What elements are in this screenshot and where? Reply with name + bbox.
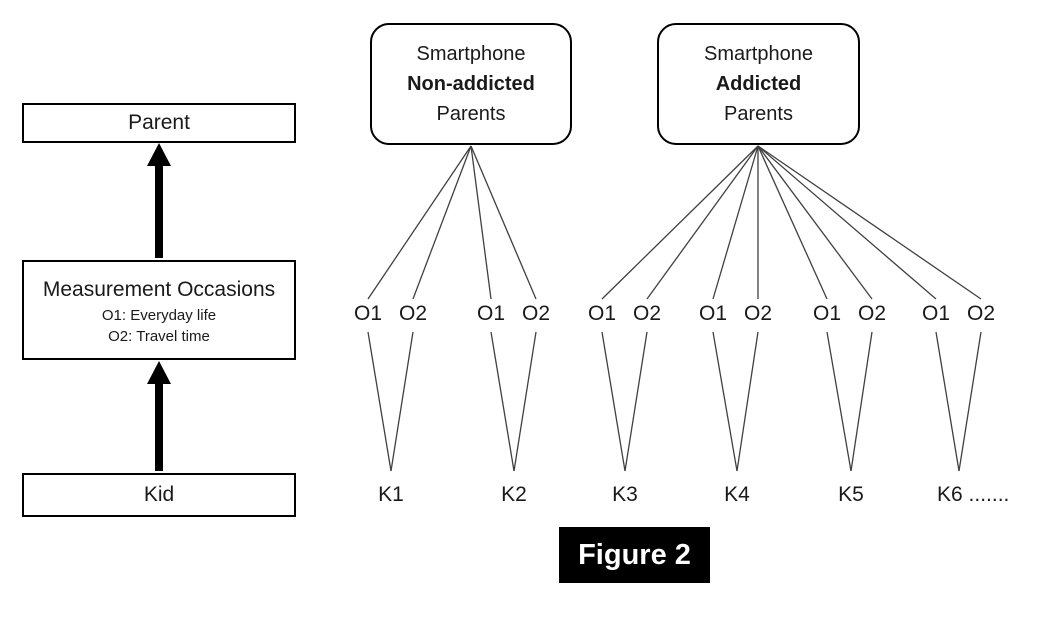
group-line-middle: Non-addicted: [407, 73, 535, 95]
converge-line: [712, 331, 738, 472]
parent-box: Parent: [22, 103, 296, 143]
converge-line: [935, 331, 960, 472]
occasion-label-o2-pair2: O2: [521, 302, 551, 325]
group-box-non-addicted: Smartphone Non-addicted Parents: [370, 23, 572, 145]
fan-line: [757, 145, 937, 300]
occasion-label-o1-pair5: O1: [812, 302, 842, 325]
up-arrow-measurement-to-parent: [147, 143, 171, 258]
occasion-label-o1-pair4: O1: [698, 302, 728, 325]
up-arrow-kid-to-measurement: [147, 361, 171, 471]
fan-line: [757, 145, 982, 300]
measurement-occasions-box: Measurement Occasions O1: Everyday life …: [22, 260, 296, 360]
group-line-bottom: Parents: [436, 103, 506, 125]
kid-box-label: Kid: [143, 483, 175, 506]
occasion-label-o1-pair6: O1: [921, 302, 951, 325]
fan-lines-addicted: [601, 145, 982, 300]
converge-line: [850, 331, 873, 472]
measurement-item-o1: O1: Everyday life: [101, 307, 217, 325]
fan-line: [757, 145, 873, 300]
converge-line: [736, 331, 759, 472]
occasion-label-o1-pair3: O1: [587, 302, 617, 325]
fan-line: [412, 145, 472, 300]
fan-line: [757, 145, 828, 300]
parent-box-label: Parent: [128, 111, 190, 134]
fan-line: [646, 145, 759, 300]
converge-line: [624, 331, 648, 472]
fan-line: [470, 145, 492, 300]
kid-converge-lines: [367, 331, 982, 472]
group-line-middle: Addicted: [715, 73, 802, 95]
occasion-label-o2-pair3: O2: [632, 302, 662, 325]
converge-line: [513, 331, 537, 472]
figure-caption: Figure 2: [559, 527, 710, 583]
figure-caption-text: Figure 2: [578, 538, 691, 571]
converge-line: [367, 331, 392, 472]
kid-label-k5: K5: [838, 483, 864, 506]
fan-line: [601, 145, 759, 300]
converge-line: [601, 331, 626, 472]
converge-line: [826, 331, 852, 472]
group-line-top: Smartphone: [704, 43, 813, 65]
kid-label-k3: K3: [612, 483, 638, 506]
measurement-item-o2: O2: Travel time: [108, 327, 210, 345]
occasion-label-o1-pair1: O1: [353, 302, 383, 325]
kid-label-k1: K1: [378, 483, 404, 506]
fan-line: [470, 145, 537, 300]
converge-line: [958, 331, 982, 472]
occasion-label-o2-pair6: O2: [966, 302, 996, 325]
fan-lines-non-addicted: [367, 145, 537, 300]
kid-label-k6: K6 .......: [937, 483, 1010, 506]
kid-label-k2: K2: [501, 483, 527, 506]
occasion-label-o1-pair2: O1: [476, 302, 506, 325]
kid-label-k4: K4: [724, 483, 750, 506]
occasion-label-o2-pair5: O2: [857, 302, 887, 325]
occasion-label-o2-pair1: O2: [398, 302, 428, 325]
fan-line: [712, 145, 759, 300]
kid-box: Kid: [22, 473, 296, 517]
converge-line: [390, 331, 414, 472]
converge-line: [490, 331, 515, 472]
group-box-addicted: Smartphone Addicted Parents: [657, 23, 860, 145]
measurement-title: Measurement Occasions: [42, 278, 276, 302]
group-line-top: Smartphone: [416, 43, 526, 65]
occasion-label-o2-pair4: O2: [743, 302, 773, 325]
group-line-bottom: Parents: [724, 103, 793, 125]
fan-line: [367, 145, 472, 300]
